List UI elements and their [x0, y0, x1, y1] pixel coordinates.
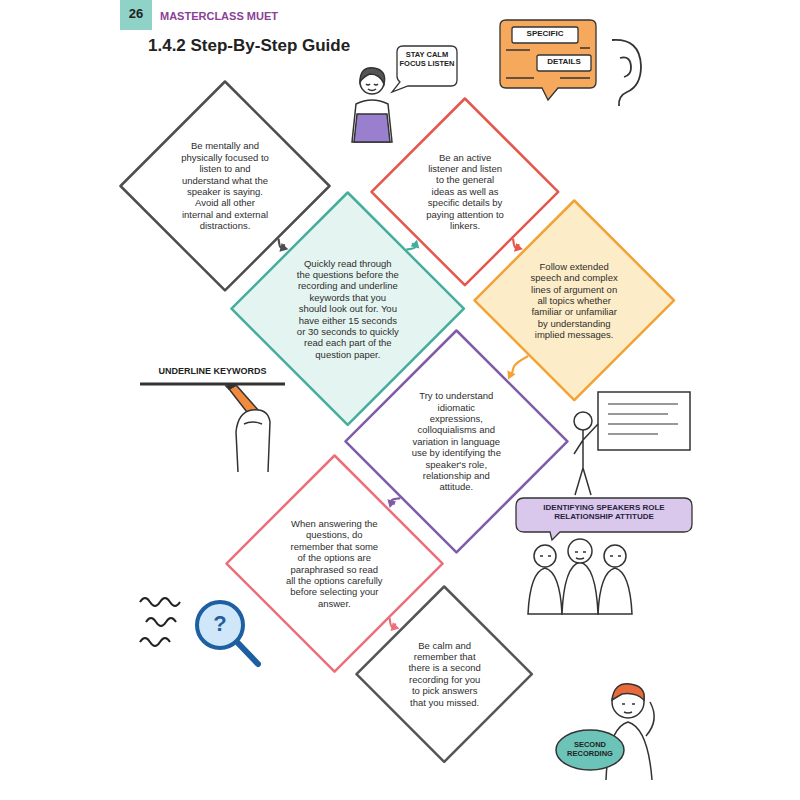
diamond-border: [474, 201, 674, 401]
bubble-text: SECOND RECORDING: [559, 741, 621, 758]
flow-arrow: [513, 240, 523, 252]
flow-arrow: [407, 240, 419, 250]
step-text: Be an active listener and listen to the …: [425, 152, 505, 232]
arrow-head: [387, 499, 396, 508]
woman-figure: [352, 68, 392, 142]
listening-man: [556, 684, 654, 780]
arrow-head: [391, 622, 400, 631]
speech-bubble: [392, 46, 457, 92]
flow-arrow: [387, 498, 399, 508]
flow-arrow: [390, 619, 400, 631]
tag-text: SPECIFIC: [512, 29, 578, 38]
ear-drawing: [612, 40, 641, 106]
step-text-box: Be mentally and physically focused to li…: [180, 140, 271, 231]
page-number-tab: [120, 0, 152, 30]
arrow-head: [514, 243, 523, 252]
bubble-text: IDENTIFYING SPEAKERS ROLE RELATIONSHIP A…: [520, 503, 688, 521]
running-header: MASTERCLASS MUET: [160, 10, 330, 23]
step-text-box: Quickly read through the questions befor…: [296, 258, 399, 361]
flow-arrow: [279, 240, 289, 252]
step-text: Quickly read through the questions befor…: [296, 258, 399, 361]
step-text-box: Be an active listener and listen to the …: [425, 152, 505, 232]
step-diamond: Be calm and remember that there is a sec…: [355, 585, 533, 763]
step-text: When answering the questions, do remembe…: [285, 518, 383, 609]
flow-arrow: [507, 356, 527, 379]
step-diamond: Follow extended speech and complex lines…: [473, 199, 676, 402]
step-text-box: Be calm and remember that there is a sec…: [405, 640, 485, 708]
details-sign: [500, 20, 596, 100]
underline-hand: [140, 384, 285, 472]
diamond-border: [357, 586, 532, 761]
step-text: Be mentally and physically focused to li…: [180, 140, 271, 231]
step-text-box: When answering the questions, do remembe…: [285, 518, 383, 609]
page-number: 26: [120, 7, 152, 22]
group-of-people: [528, 539, 632, 614]
tag-text: DETAILS: [537, 57, 591, 66]
caption-text: UNDERLINE KEYWORDS: [140, 366, 285, 376]
step-text: Try to understand idiomatic expressions,…: [410, 390, 502, 493]
arrow-head: [279, 243, 288, 252]
step-text: Be calm and remember that there is a sec…: [405, 640, 485, 708]
presenter-board: [574, 392, 690, 495]
magnifier-icon: [140, 598, 258, 664]
question-mark: ?: [207, 611, 233, 636]
arrow-shaft: [512, 356, 527, 374]
arrow-head: [507, 370, 515, 379]
page-title: 1.4.2 Step-By-Step Guide: [148, 36, 350, 56]
bubble-text: STAY CALM FOCUS LISTEN: [399, 51, 455, 68]
arrow-head: [411, 240, 420, 249]
step-text: Follow extended speech and complex lines…: [528, 261, 621, 341]
speech-bubble-purple: [516, 498, 692, 540]
step-text-box: Try to understand idiomatic expressions,…: [410, 390, 502, 493]
step-text-box: Follow extended speech and complex lines…: [528, 261, 621, 341]
